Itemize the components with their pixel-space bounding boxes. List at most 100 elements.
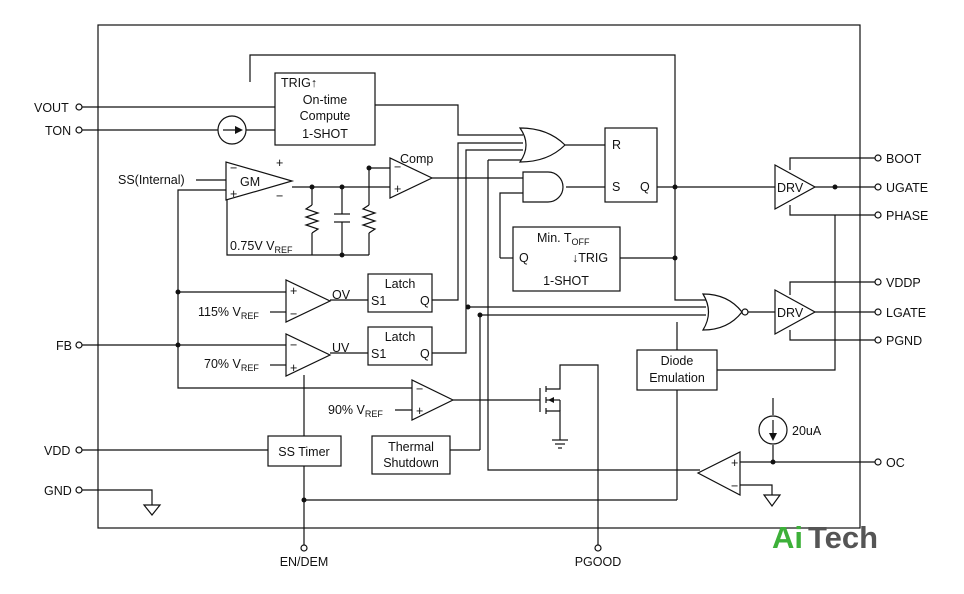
svg-text:VDDP: VDDP xyxy=(886,276,921,290)
pin-pgnd: PGND xyxy=(874,334,922,348)
svg-text:SS Timer: SS Timer xyxy=(278,445,329,459)
svg-text:S: S xyxy=(612,180,620,194)
svg-text:TRIG↑: TRIG↑ xyxy=(281,76,317,90)
svg-text:PGOOD: PGOOD xyxy=(575,555,622,569)
svg-text:Latch: Latch xyxy=(385,330,416,344)
svg-text:S1: S1 xyxy=(371,294,386,308)
diode-emulation-block: Diode Emulation xyxy=(636,349,718,391)
svg-text:UV: UV xyxy=(332,341,350,355)
ss-internal-label: SS(Internal) xyxy=(118,173,185,187)
svg-text:1-SHOT: 1-SHOT xyxy=(543,274,589,288)
pin-pgood: PGOOD xyxy=(575,544,622,569)
uv-comparator: − + UV xyxy=(285,333,350,377)
svg-text:VDD: VDD xyxy=(44,444,70,458)
ground-gnd-icon xyxy=(142,504,162,516)
pin-fb: FB xyxy=(56,339,83,353)
vref-115-label: 115% VREF xyxy=(198,305,259,321)
min-toff-oneshot: Min. TOFF Q ↓TRIG 1-SHOT xyxy=(512,226,621,292)
svg-text:−: − xyxy=(290,338,297,352)
svg-text:−: − xyxy=(290,307,297,321)
current-source-icon xyxy=(217,115,247,145)
pin-ton: TON xyxy=(45,124,83,138)
svg-text:Ai: Ai xyxy=(772,520,803,555)
current-20ua-label: 20uA xyxy=(792,424,822,438)
nor-gate xyxy=(701,293,749,331)
pin-boot: BOOT xyxy=(874,152,922,166)
pin-vddp: VDDP xyxy=(874,276,921,290)
pin-en-dem: EN/DEM xyxy=(280,544,329,569)
svg-text:Latch: Latch xyxy=(385,277,416,291)
svg-text:DRV: DRV xyxy=(777,306,804,320)
svg-text:Q: Q xyxy=(640,180,650,194)
drv-high: DRV xyxy=(774,163,817,211)
svg-text:↓TRIG: ↓TRIG xyxy=(572,251,608,265)
svg-text:On-time: On-time xyxy=(303,93,348,107)
svg-text:Q: Q xyxy=(519,251,529,265)
pin-vout: VOUT xyxy=(34,101,83,115)
svg-text:Emulation: Emulation xyxy=(649,371,705,385)
comp-comparator: − + Comp xyxy=(389,152,434,199)
svg-text:Comp: Comp xyxy=(400,152,433,166)
svg-text:DRV: DRV xyxy=(777,181,804,195)
svg-text:+: + xyxy=(290,361,297,375)
svg-text:Q: Q xyxy=(420,347,430,361)
svg-text:FB: FB xyxy=(56,339,72,353)
current-source-20ua-icon xyxy=(758,398,788,445)
pin-oc: OC xyxy=(874,456,905,470)
svg-text:Diode: Diode xyxy=(661,354,694,368)
svg-text:+: + xyxy=(731,456,738,470)
svg-text:Shutdown: Shutdown xyxy=(383,456,439,470)
ss-timer-block: SS Timer xyxy=(267,435,342,467)
latch-ov: Latch S1 Q xyxy=(367,273,433,313)
svg-text:+: + xyxy=(416,404,423,418)
chip-outline xyxy=(97,24,861,529)
svg-text:PGND: PGND xyxy=(886,334,922,348)
drv-low: DRV xyxy=(774,288,817,336)
svg-text:TON: TON xyxy=(45,124,71,138)
svg-text:+: + xyxy=(230,187,237,201)
ov-comparator: + − OV xyxy=(285,279,351,323)
svg-text:GM: GM xyxy=(240,175,260,189)
gm-amplifier: GM − + + − xyxy=(225,156,295,203)
svg-text:Min. TOFF: Min. TOFF xyxy=(537,231,590,247)
svg-text:GND: GND xyxy=(44,484,72,498)
svg-text:+: + xyxy=(290,284,297,298)
thermal-shutdown-block: Thermal Shutdown xyxy=(371,435,451,475)
svg-text:Compute: Compute xyxy=(300,109,351,123)
svg-text:VOUT: VOUT xyxy=(34,101,69,115)
svg-text:OC: OC xyxy=(886,456,905,470)
aitech-logo: Ai Tech xyxy=(772,520,878,555)
pgood-mosfet-icon xyxy=(539,380,568,449)
svg-text:−: − xyxy=(230,161,237,175)
pin-gnd: GND xyxy=(44,484,83,498)
and-gate xyxy=(522,171,564,203)
vref-70-label: 70% VREF xyxy=(204,357,259,373)
pin-ugate: UGATE xyxy=(874,181,928,195)
svg-text:−: − xyxy=(394,160,401,174)
wires xyxy=(82,54,875,545)
svg-text:UGATE: UGATE xyxy=(886,181,928,195)
svg-text:+: + xyxy=(276,156,283,170)
svg-text:S1: S1 xyxy=(371,347,386,361)
vref-90-label: 90% VREF xyxy=(328,403,383,419)
junctions xyxy=(175,165,838,503)
svg-text:LGATE: LGATE xyxy=(886,306,926,320)
svg-text:Thermal: Thermal xyxy=(388,440,434,454)
ground-oc-icon xyxy=(762,494,782,508)
svg-text:+: + xyxy=(394,182,401,196)
oc-comparator: + − xyxy=(696,451,741,496)
svg-text:OV: OV xyxy=(332,288,351,302)
svg-text:−: − xyxy=(276,189,283,203)
svg-text:Tech: Tech xyxy=(808,520,878,555)
svg-text:1-SHOT: 1-SHOT xyxy=(302,127,348,141)
sr-latch: R S Q xyxy=(604,127,658,203)
pgood-comparator: − + xyxy=(411,379,455,421)
svg-text:R: R xyxy=(612,138,621,152)
svg-text:BOOT: BOOT xyxy=(886,152,922,166)
vref-075-label: 0.75V VREF xyxy=(230,239,293,255)
or-gate xyxy=(518,127,566,163)
pin-vdd: VDD xyxy=(44,444,83,458)
svg-text:EN/DEM: EN/DEM xyxy=(280,555,329,569)
svg-text:−: − xyxy=(416,382,423,396)
